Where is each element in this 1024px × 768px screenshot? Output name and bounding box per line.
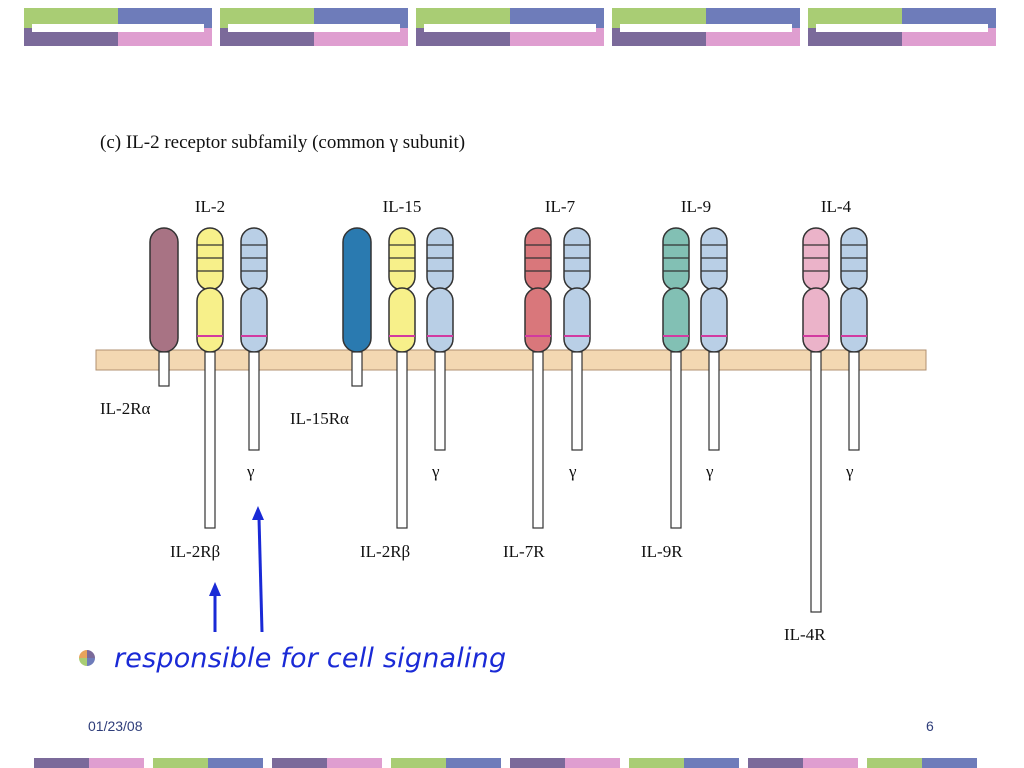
arrow-beta-head [209, 582, 221, 596]
alpha-chain [342, 227, 372, 387]
beta-chain-label: IL-9R [641, 542, 683, 561]
bottom-bar-block [327, 758, 382, 768]
receptor-upper-domain [426, 227, 454, 291]
alpha-chain [149, 227, 179, 387]
bottom-bar-block [510, 758, 565, 768]
bottom-bar-block [748, 758, 803, 768]
gamma-chain [426, 227, 454, 451]
bullet-item: responsible for cell signaling [78, 638, 506, 678]
receptor-upper-domain [240, 227, 268, 291]
cytoplasmic-tail [532, 351, 544, 529]
beta-chain [802, 227, 830, 613]
bottom-decorative-bar [34, 758, 977, 768]
receptor-lower-domain [563, 287, 591, 353]
cytoplasmic-tail [708, 351, 720, 451]
cytoplasmic-tail [571, 351, 583, 451]
ligand-label: IL-9 [681, 197, 711, 216]
beta-chain [662, 227, 690, 529]
bottom-bar-block [446, 758, 501, 768]
gamma-chain-label: γ [568, 462, 577, 481]
cytoplasmic-tail [396, 351, 408, 529]
cytoplasmic-tail [810, 351, 822, 613]
receptor-upper-domain [840, 227, 868, 291]
bottom-bar-block [272, 758, 327, 768]
bottom-bar-block [34, 758, 89, 768]
page-number: 6 [926, 718, 934, 734]
diagram-title: (c) IL-2 receptor subfamily (common γ su… [100, 132, 465, 153]
ligand-label: IL-15 [383, 197, 422, 216]
bottom-bar-block [803, 758, 858, 768]
alpha-domain [149, 227, 179, 353]
gamma-chain [840, 227, 868, 451]
cytoplasmic-tail [248, 351, 260, 451]
gamma-chain-label: γ [705, 462, 714, 481]
cytoplasmic-tail [670, 351, 682, 529]
gamma-chain [700, 227, 728, 451]
receptor-lower-domain [662, 287, 690, 353]
quad-circle-bullet-icon [79, 650, 95, 666]
bottom-bar-block [391, 758, 446, 768]
ligand-label: IL-4 [821, 197, 852, 216]
receptor-diagram: (c) IL-2 receptor subfamily (common γ su… [95, 132, 927, 644]
receptor-lower-domain [840, 287, 868, 353]
cytoplasmic-tail [204, 351, 216, 529]
top-bar-segment [24, 8, 212, 46]
gamma-chain-label: γ [845, 462, 854, 481]
receptor-lower-domain [802, 287, 830, 353]
beta-chain [196, 227, 224, 529]
receptor-upper-domain [196, 227, 224, 291]
beta-chain-label: IL-7R [503, 542, 545, 561]
receptor-lower-domain [700, 287, 728, 353]
bottom-bar-block [684, 758, 739, 768]
beta-chain [524, 227, 552, 529]
gamma-chain-label: γ [246, 462, 255, 481]
top-bar-segment [612, 8, 800, 46]
bullet-text: responsible for cell signaling [114, 642, 507, 674]
alpha-chain-label: IL-15Rα [290, 409, 349, 428]
bottom-bar-block [867, 758, 922, 768]
beta-chain-label: IL-2Rβ [360, 542, 410, 561]
cytoplasmic-tail [434, 351, 446, 451]
receptor-lower-domain [196, 287, 224, 353]
beta-chain [388, 227, 416, 529]
receptor-upper-domain [524, 227, 552, 291]
bottom-bar-block [629, 758, 684, 768]
alpha-chain-label: IL-2Rα [100, 399, 151, 418]
ligand-label: IL-2 [195, 197, 225, 216]
receptor-upper-domain [802, 227, 830, 291]
gamma-chain [563, 227, 591, 451]
bottom-bar-block [89, 758, 144, 768]
receptor-lower-domain [388, 287, 416, 353]
alpha-tail [158, 351, 170, 387]
receptor-lower-domain [240, 287, 268, 353]
annotation-arrows [209, 506, 264, 633]
arrow-gamma-line [257, 517, 264, 633]
receptor-lower-domain [524, 287, 552, 353]
receptor-upper-domain [662, 227, 690, 291]
receptor-upper-domain [700, 227, 728, 291]
bottom-bar-block [922, 758, 977, 768]
beta-chain-label: IL-2Rβ [170, 542, 220, 561]
receptor-upper-domain [563, 227, 591, 291]
arrow-gamma-head [252, 506, 264, 520]
top-bar-segment [808, 8, 996, 46]
gamma-chain-label: γ [431, 462, 440, 481]
alpha-tail [351, 351, 363, 387]
beta-chain-label: IL-4R [784, 625, 826, 644]
cytoplasmic-tail [848, 351, 860, 451]
receptor-lower-domain [426, 287, 454, 353]
bottom-bar-block [208, 758, 263, 768]
ligand-label: IL-7 [545, 197, 576, 216]
top-bar-segment [416, 8, 604, 46]
cell-membrane [95, 349, 927, 371]
top-decorative-bar [24, 8, 996, 46]
footer-date: 01/23/08 [88, 718, 143, 734]
gamma-chain [240, 227, 268, 451]
receptor-upper-domain [388, 227, 416, 291]
bottom-bar-block [565, 758, 620, 768]
bottom-bar-block [153, 758, 208, 768]
top-bar-segment [220, 8, 408, 46]
alpha-domain [342, 227, 372, 353]
